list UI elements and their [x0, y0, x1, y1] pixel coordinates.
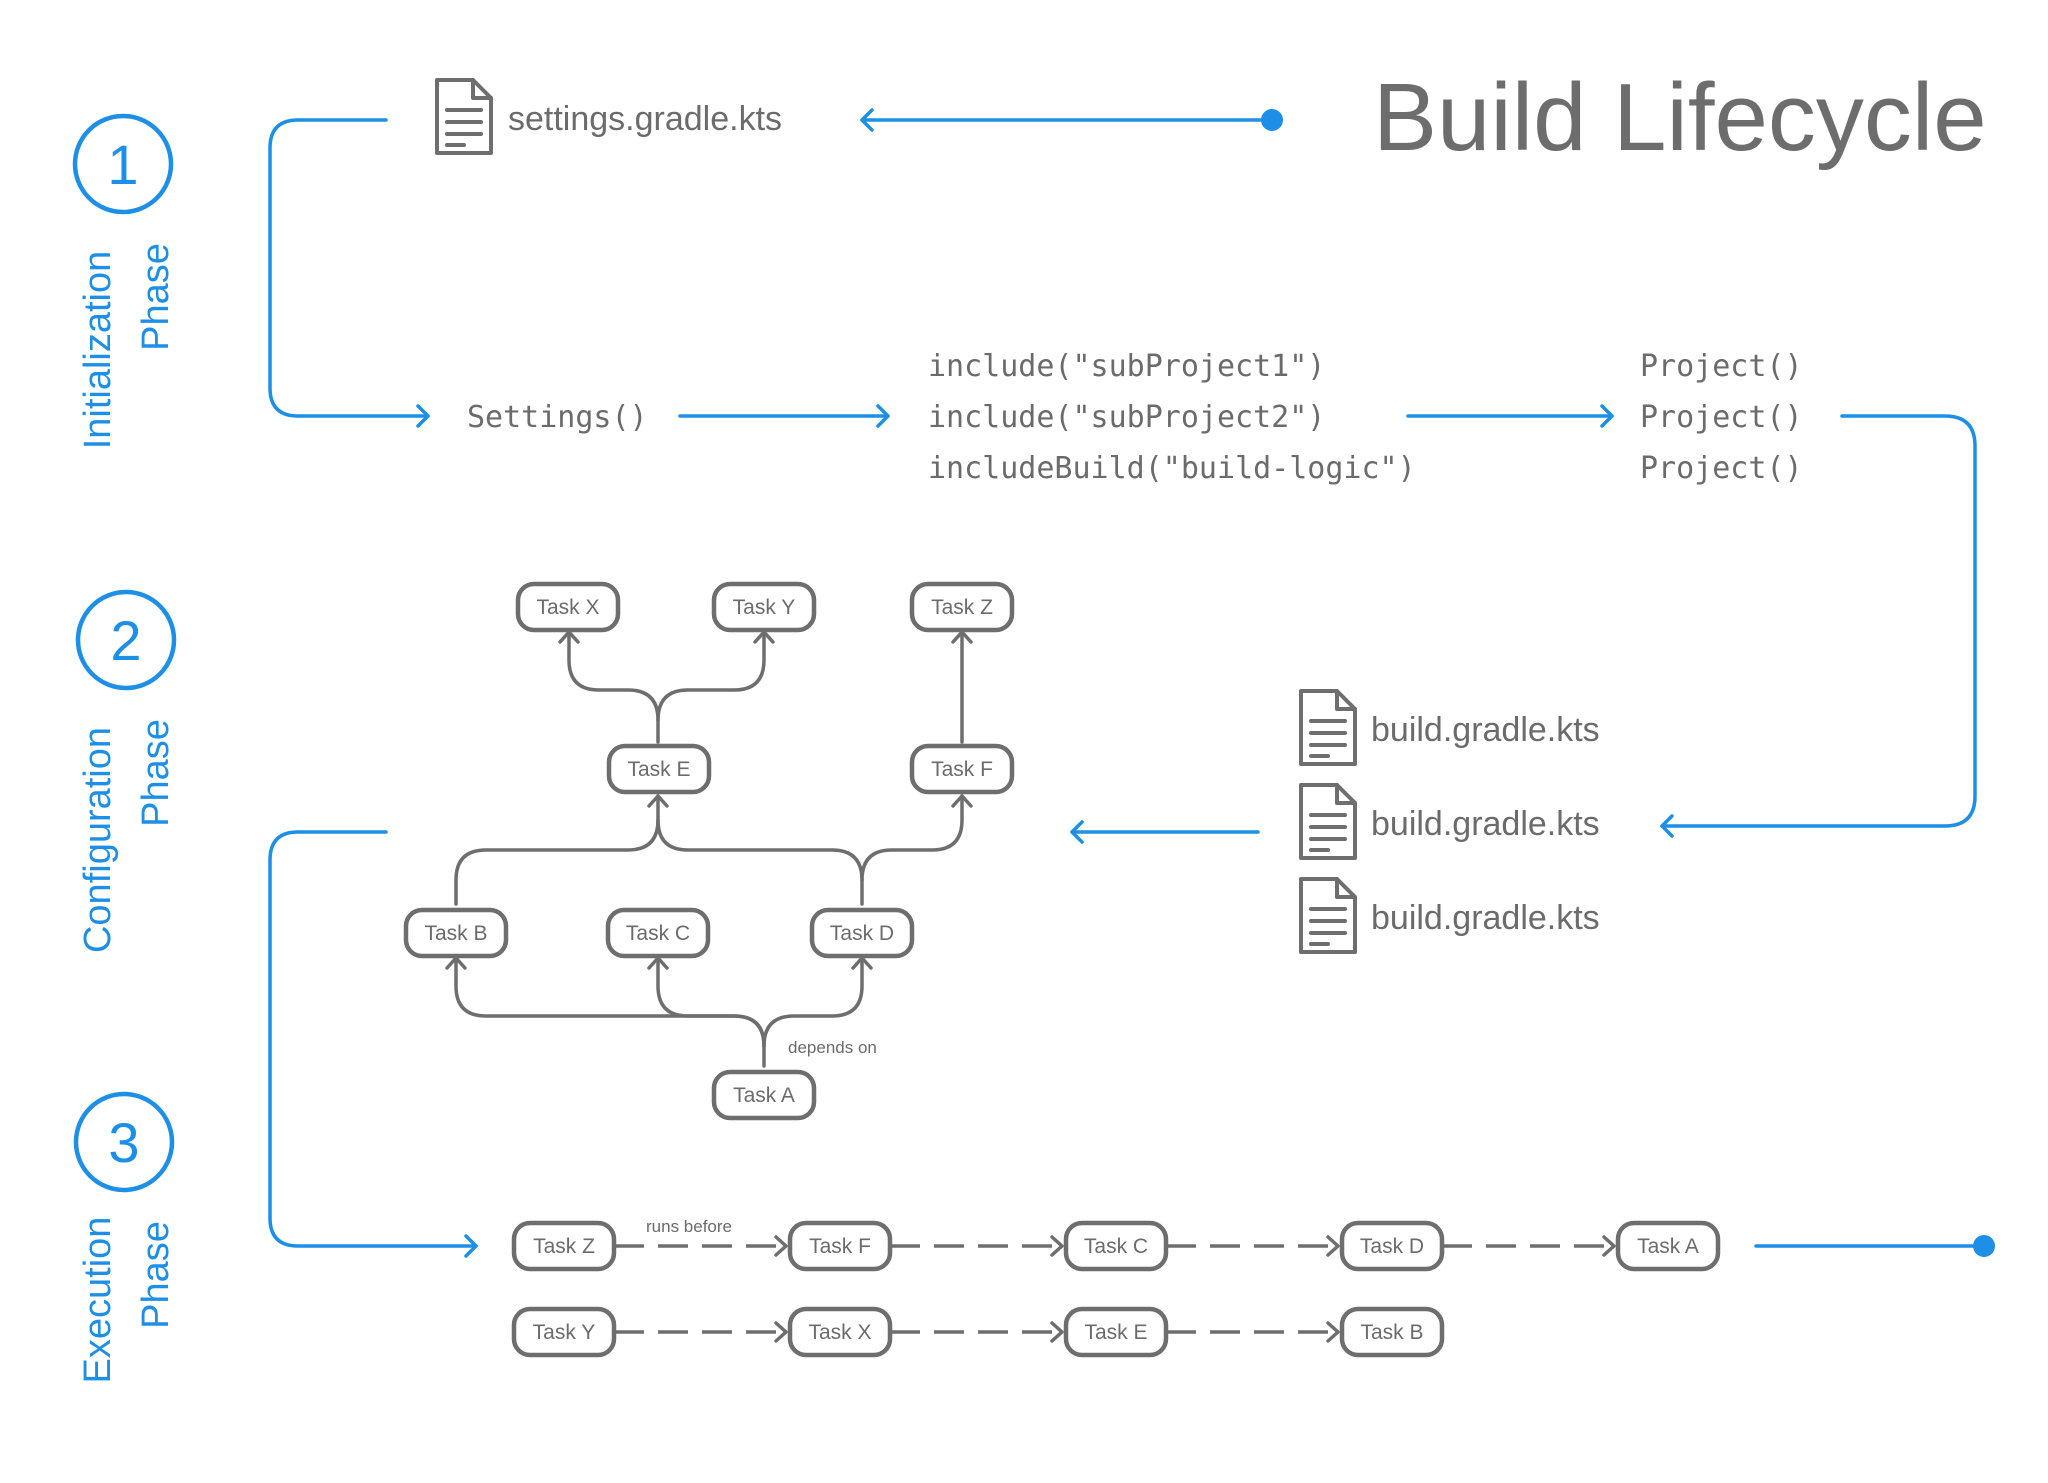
project-line-2: Project()	[1640, 400, 1803, 435]
exec-task-label: Task D	[1360, 1235, 1424, 1258]
include-line-2: include("subProject2")	[928, 400, 1325, 435]
phase-2-label: Configuration	[77, 727, 119, 953]
project-line-3: Project()	[1640, 451, 1803, 486]
build-file-label-3: build.gradle.kts	[1371, 899, 1600, 937]
phase-3-number: 3	[108, 1111, 139, 1174]
exec-task-label: Task A	[1637, 1235, 1699, 1258]
exec-task-label: Task C	[1084, 1235, 1148, 1258]
task-node-label: Task Z	[931, 596, 993, 619]
exec-task-b: Task B	[1339, 1306, 1445, 1358]
exec-task-c: Task C	[1063, 1220, 1169, 1272]
exec-task-z: Task Z	[511, 1220, 617, 1272]
task-node-label: Task Y	[733, 596, 796, 619]
task-node-label: Task A	[733, 1084, 795, 1107]
exec-task-a: Task A	[1615, 1220, 1721, 1272]
depends-on-label: depends on	[788, 1038, 877, 1057]
build-file-icon	[1299, 783, 1357, 860]
exec-task-d: Task D	[1339, 1220, 1445, 1272]
phase-2-number: 2	[110, 609, 141, 672]
build-file-label-2: build.gradle.kts	[1371, 805, 1600, 843]
settings-call: Settings()	[467, 400, 648, 435]
task-node-label: Task E	[627, 758, 690, 781]
exec-task-label: Task F	[809, 1235, 871, 1258]
project-to-build-connector	[1660, 414, 1977, 838]
task-node-a: Task A	[711, 1069, 817, 1121]
task-node-b: Task B	[403, 907, 509, 959]
page-title: Build Lifecycle	[1373, 64, 1987, 171]
task-node-y: Task Y	[711, 581, 817, 633]
init-connector	[268, 118, 430, 428]
task-node-x: Task X	[515, 581, 621, 633]
task-node-label: Task B	[424, 922, 487, 945]
exec-task-label: Task E	[1084, 1321, 1147, 1344]
exec-task-label: Task X	[808, 1321, 871, 1344]
settings-file-label: settings.gradle.kts	[508, 100, 782, 138]
exec-task-label: Task Z	[533, 1235, 595, 1258]
include-line-3: includeBuild("build-logic")	[928, 451, 1416, 486]
exec-task-label: Task B	[1360, 1321, 1423, 1344]
task-graph-edges	[445, 630, 973, 1068]
task-node-label: Task X	[536, 596, 599, 619]
phase-1-number: 1	[107, 133, 138, 196]
phase-1-label: Initialization	[77, 251, 119, 450]
build-file-label-1: build.gradle.kts	[1371, 711, 1600, 749]
project-line-1: Project()	[1640, 349, 1803, 384]
phase-2-badge: 2	[75, 589, 177, 691]
phase-1-badge: 1	[72, 113, 174, 215]
build-file-icon	[1299, 877, 1357, 954]
exec-task-y: Task Y	[511, 1306, 617, 1358]
exec-task-x: Task X	[787, 1306, 893, 1358]
task-node-f: Task F	[909, 743, 1015, 795]
task-node-label: Task C	[626, 922, 690, 945]
end-dot	[1973, 1235, 1995, 1257]
exec-task-f: Task F	[787, 1220, 893, 1272]
phase-3-suffix: Phase	[135, 1221, 177, 1329]
task-node-label: Task F	[931, 758, 993, 781]
task-node-label: Task D	[830, 922, 894, 945]
settings-file-icon	[435, 78, 493, 155]
exec-task-label: Task Y	[533, 1321, 596, 1344]
build-file-icon	[1299, 689, 1357, 766]
config-to-exec-connector	[268, 830, 478, 1258]
runs-before-label: runs before	[646, 1217, 732, 1236]
phase-3-label: Execution	[77, 1217, 119, 1384]
task-node-z: Task Z	[909, 581, 1015, 633]
phase-1-suffix: Phase	[135, 243, 177, 351]
exec-task-e: Task E	[1063, 1306, 1169, 1358]
task-node-e: Task E	[606, 743, 712, 795]
phase-2-suffix: Phase	[135, 719, 177, 827]
phase-3-badge: 3	[73, 1091, 175, 1193]
task-node-d: Task D	[809, 907, 915, 959]
include-line-1: include("subProject1")	[928, 349, 1325, 384]
start-dot	[1261, 109, 1283, 131]
task-node-c: Task C	[605, 907, 711, 959]
